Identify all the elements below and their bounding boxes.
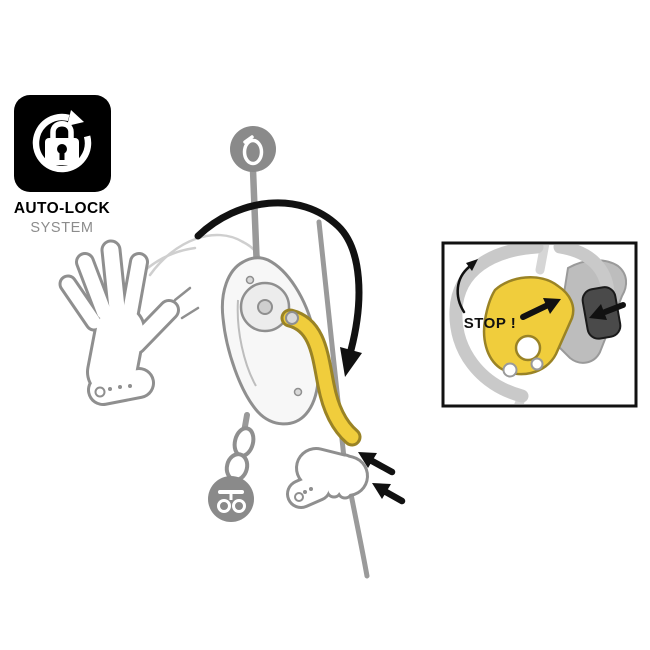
rope-top	[249, 166, 261, 274]
cam-rotation-arrow	[456, 259, 478, 314]
connector-carabiner	[224, 412, 256, 482]
rotation-ring	[32, 113, 92, 173]
handle-pivot	[285, 311, 299, 325]
button-arrow	[589, 302, 626, 320]
glove-buckle	[94, 386, 106, 398]
release-motion-lines	[173, 286, 200, 320]
padlock-shackle	[50, 121, 74, 139]
stop-arrow	[520, 298, 561, 320]
anchor-carabiner-glyph	[242, 138, 264, 166]
badge-title: AUTO-LOCK	[14, 200, 111, 217]
harness-icon	[208, 476, 254, 522]
grip-arrow-1	[358, 452, 396, 476]
device-rivet-2	[293, 387, 303, 397]
anchor-circle	[230, 126, 276, 172]
rotation-arrow	[194, 199, 363, 377]
glove-buckle-2	[294, 492, 304, 502]
inset-rope-top	[535, 245, 550, 275]
cam-rivet-2	[530, 357, 544, 371]
stop-label: STOP !	[464, 315, 516, 332]
open-hand	[58, 239, 200, 406]
rotation-ring-arrowhead	[67, 110, 84, 126]
rotation-arrowhead	[340, 347, 362, 377]
padlock-keyhole-slot	[59, 151, 65, 160]
grip-arrow-2	[372, 483, 406, 505]
braking-hand	[286, 447, 369, 509]
device-handle	[280, 308, 362, 447]
device-body-detail	[236, 299, 257, 387]
badge-subtitle: SYSTEM	[30, 220, 93, 236]
autolock-badge: AUTO-LOCK SYSTEM	[14, 95, 111, 236]
inset-panel: STOP !	[441, 241, 638, 408]
anchor-point-icon	[230, 126, 276, 274]
harness-leg-loop-left	[217, 499, 231, 513]
device-axle	[257, 299, 273, 315]
anchor-carabiner-gate	[243, 135, 254, 144]
device-rivet-1	[245, 275, 255, 285]
cam-rivet-1	[502, 362, 518, 378]
belay-device	[220, 256, 362, 447]
autolock-badge-icon	[32, 110, 92, 173]
cam-hole	[514, 334, 542, 362]
harness-leg-loop-right	[232, 499, 246, 513]
